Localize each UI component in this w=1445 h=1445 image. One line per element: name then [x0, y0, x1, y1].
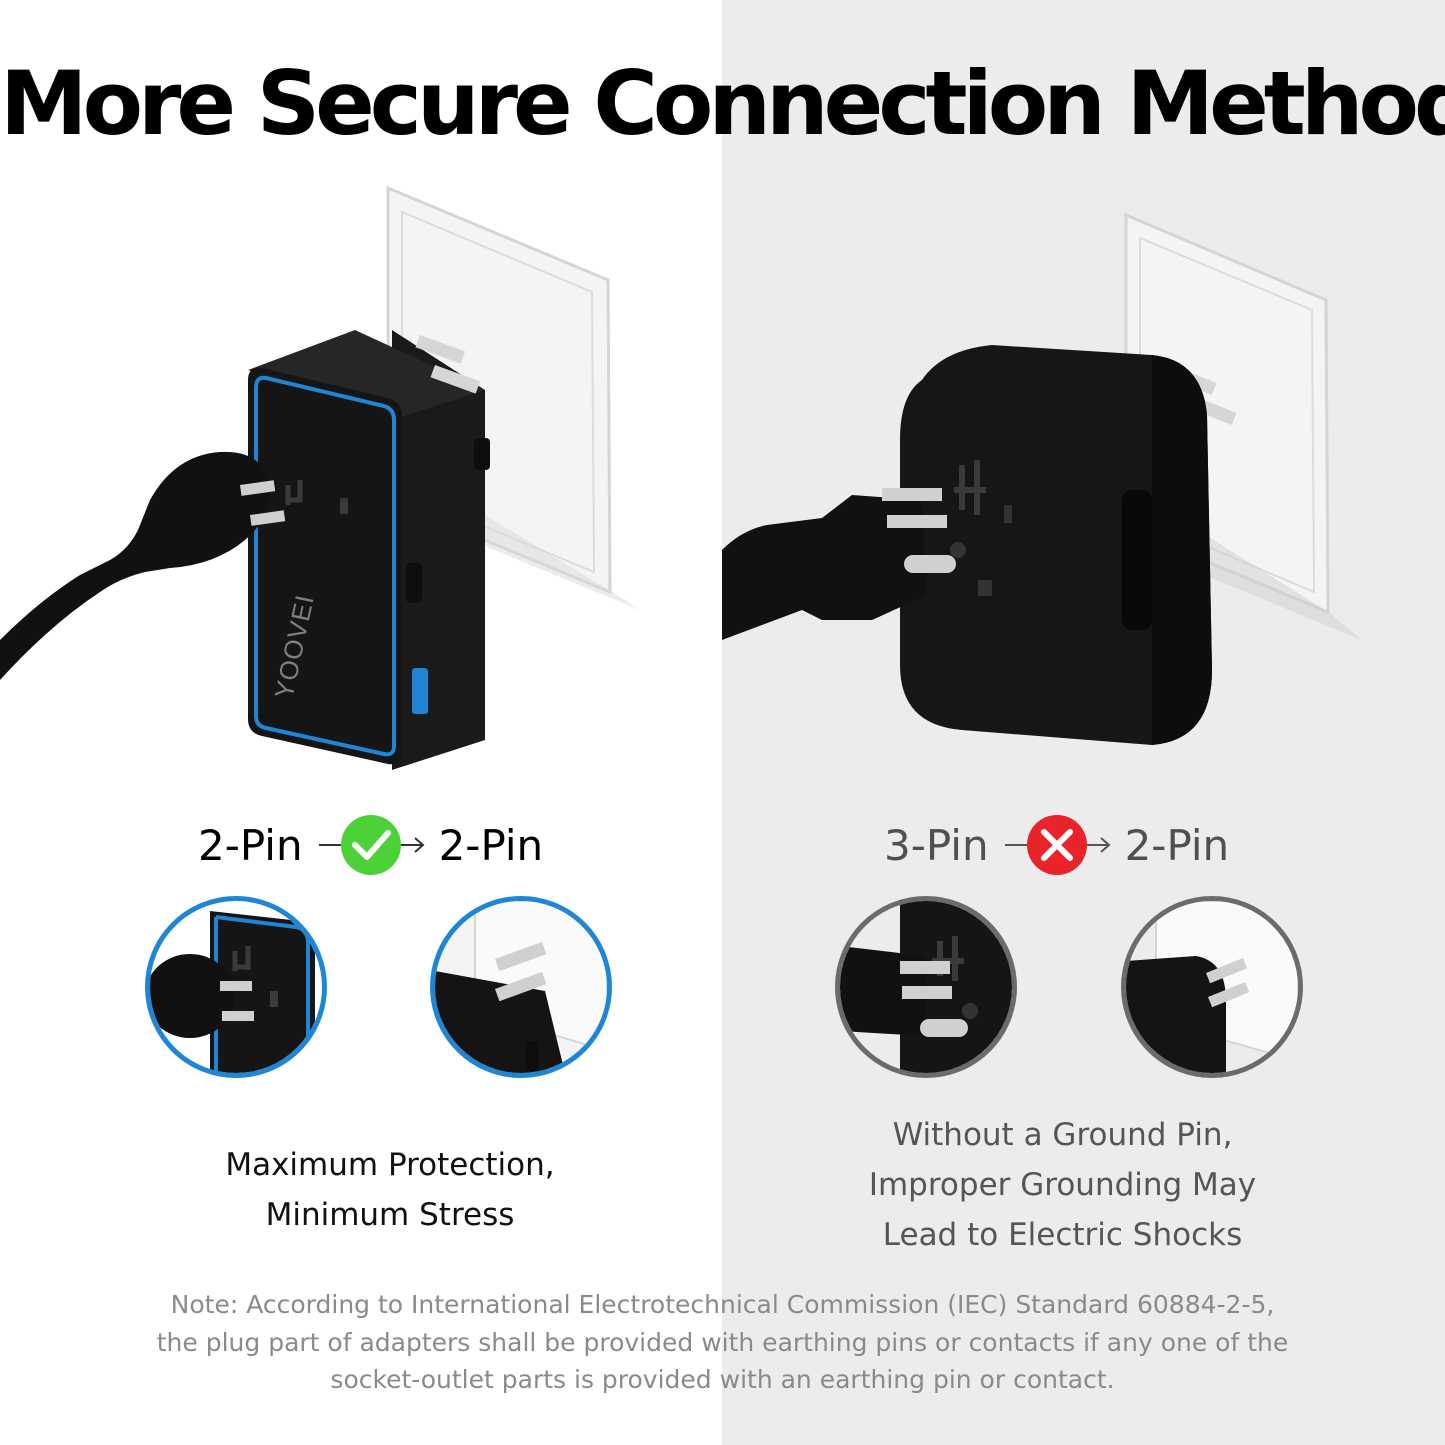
right-caption: Without a Ground Pin, Improper Grounding…: [800, 1110, 1325, 1260]
adapter-body: [900, 345, 1212, 745]
adapter-front: [248, 367, 402, 765]
to-pin-label: 2-Pin: [438, 820, 544, 870]
iec-standard-note: Note: According to International Electro…: [156, 1290, 1289, 1394]
left-detail-circle-plug: [145, 896, 327, 1078]
page-title: More Secure Connection Method: [0, 52, 1445, 155]
left-adapter-illustration: YOOVEI: [0, 185, 640, 770]
left-caption-line-1: Maximum Protection,: [225, 1147, 555, 1183]
right-caption-line-1: Without a Ground Pin,: [892, 1117, 1233, 1153]
right-detail-circle-plug: [835, 896, 1017, 1078]
to-pin-label: 2-Pin: [1124, 820, 1230, 870]
x-circle-icon: [1004, 815, 1111, 875]
left-caption: Maximum Protection, Minimum Stress: [150, 1140, 630, 1240]
from-pin-label: 3-Pin: [884, 820, 989, 870]
left-compatibility-label: 2-Pin 2-Pin: [198, 815, 543, 875]
from-pin-label: 2-Pin: [198, 820, 303, 870]
left-caption-line-2: Minimum Stress: [265, 1197, 515, 1233]
left-detail-circle-wall: [430, 896, 612, 1078]
check-circle-icon: [318, 815, 425, 875]
adapter-side: [392, 330, 485, 770]
right-detail-circle-wall: [1121, 896, 1303, 1078]
right-compatibility-label: 3-Pin 2-Pin: [884, 815, 1229, 875]
right-caption-line-2: Improper Grounding May: [868, 1167, 1257, 1203]
right-caption-line-3: Lead to Electric Shocks: [882, 1217, 1243, 1253]
right-adapter-illustration: [722, 212, 1362, 745]
